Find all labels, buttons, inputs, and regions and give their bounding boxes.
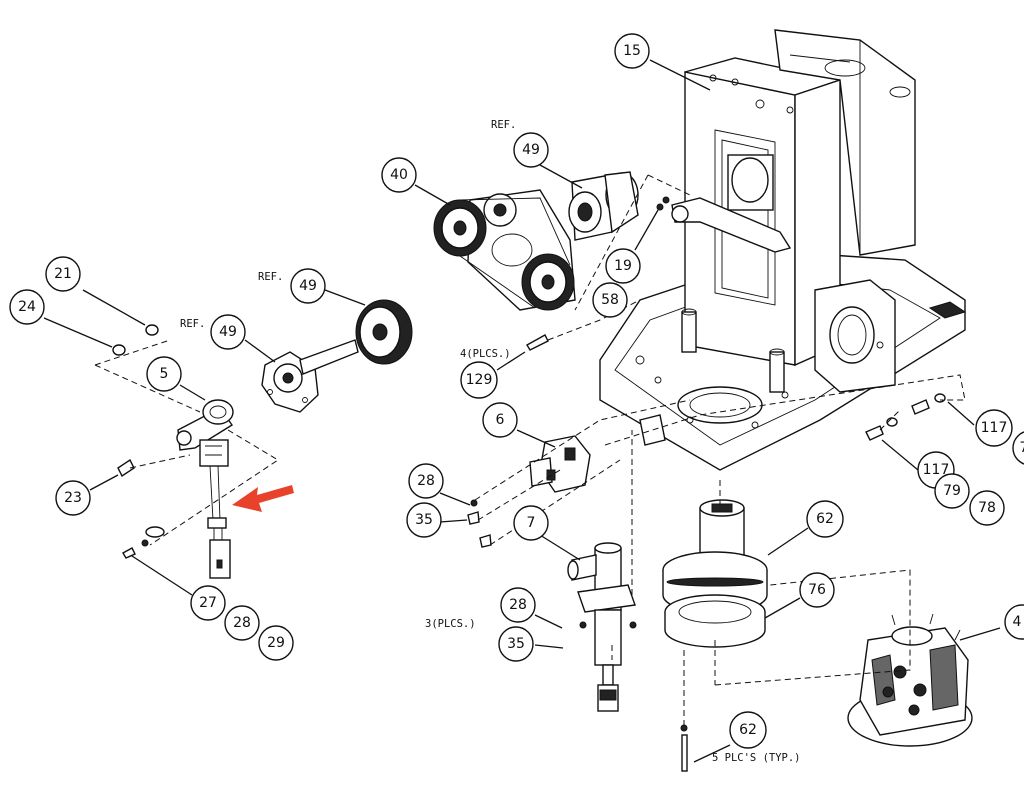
svg-text:35: 35 (507, 636, 525, 652)
callout-28: 28 (500, 587, 536, 623)
callout-21: 21 (45, 256, 81, 292)
red-arrow-indicator (232, 485, 294, 512)
callout-4: 4 (1004, 604, 1024, 640)
svg-text:24: 24 (18, 299, 36, 315)
svg-text:23: 23 (64, 490, 82, 506)
svg-text:40: 40 (390, 167, 408, 183)
callout-62: 62 (729, 711, 767, 749)
main-frame-part-15 (599, 29, 967, 471)
callout-49: 49 (210, 314, 246, 350)
leader-lines (43, 59, 1001, 763)
callout-79: 79 (934, 473, 970, 509)
svg-text:19: 19 (614, 258, 632, 274)
arm-part-5 (176, 399, 234, 467)
svg-text:117: 117 (981, 420, 1008, 436)
callout-35: 35 (406, 502, 442, 538)
svg-text:28: 28 (417, 473, 435, 489)
callout-49: 49 (290, 268, 326, 304)
cylinder-part-7 (567, 542, 637, 712)
callout-19: 19 (605, 248, 641, 284)
svg-text:29: 29 (267, 635, 285, 651)
callout-27: 27 (190, 585, 226, 621)
svg-text:129: 129 (466, 372, 493, 388)
svg-text:49: 49 (219, 324, 237, 340)
callout-78: 78 (969, 490, 1005, 526)
bolt-part-62 (680, 724, 688, 772)
callout-15: 15 (614, 33, 650, 69)
callout-29: 29 (258, 625, 294, 661)
note-plcs-4: 4(PLCS.) (460, 348, 511, 360)
svg-text:5: 5 (160, 366, 169, 382)
turret-part-4 (847, 613, 973, 747)
svg-text:49: 49 (299, 278, 317, 294)
sensor-part-27 (207, 465, 231, 579)
callout-28: 28 (408, 463, 444, 499)
note-ref-top: REF. (491, 119, 516, 131)
svg-text:62: 62 (739, 722, 757, 738)
callout-7: 7 (513, 505, 549, 541)
assembly-lines (94, 174, 966, 725)
pulley-plate-part-40 (433, 189, 576, 311)
svg-text:79: 79 (943, 483, 961, 499)
svg-text:28: 28 (509, 597, 527, 613)
note-ref-mid: REF. (258, 271, 283, 283)
svg-text:76: 76 (808, 582, 826, 598)
callout-35: 35 (498, 626, 534, 662)
callout-58: 58 (592, 282, 628, 318)
note-ref-left: REF. (180, 318, 205, 330)
svg-text:49: 49 (522, 142, 540, 158)
motor-part-49-top (568, 171, 639, 241)
callout-23: 23 (55, 480, 91, 516)
note-plcs-5: 5 PLC'S (TYP.) (712, 752, 801, 764)
hardware (112, 196, 946, 559)
callout-6: 6 (482, 402, 518, 438)
svg-text:58: 58 (601, 292, 619, 308)
svg-text:27: 27 (199, 595, 217, 611)
svg-text:15: 15 (623, 43, 641, 59)
svg-text:4: 4 (1013, 614, 1022, 630)
callout-76: 76 (799, 572, 835, 608)
svg-text:21: 21 (54, 266, 72, 282)
note-plcs-3: 3(PLCS.) (425, 618, 476, 630)
svg-text:117: 117 (923, 462, 950, 478)
svg-text:7: 7 (527, 515, 536, 531)
svg-text:6: 6 (496, 412, 505, 428)
valve-part-6 (529, 435, 591, 493)
pulley-part-49-mid (355, 299, 413, 365)
callout-62: 62 (806, 500, 844, 538)
cam-part-49-left (261, 339, 359, 413)
ring-part-76 (664, 594, 766, 648)
svg-text:78: 78 (978, 500, 996, 516)
callout-28: 28 (224, 605, 260, 641)
callout-49: 49 (513, 132, 549, 168)
callout-129: 129 (460, 361, 498, 399)
callout-40: 40 (381, 157, 417, 193)
callout-5: 5 (146, 356, 182, 392)
svg-text:62: 62 (816, 511, 834, 527)
callout-24: 24 (9, 289, 45, 325)
callout-7: 7 (1012, 431, 1024, 465)
svg-text:35: 35 (415, 512, 433, 528)
svg-text:7: 7 (1020, 440, 1024, 456)
svg-text:28: 28 (233, 615, 251, 631)
callout-117: 117 (975, 409, 1013, 447)
